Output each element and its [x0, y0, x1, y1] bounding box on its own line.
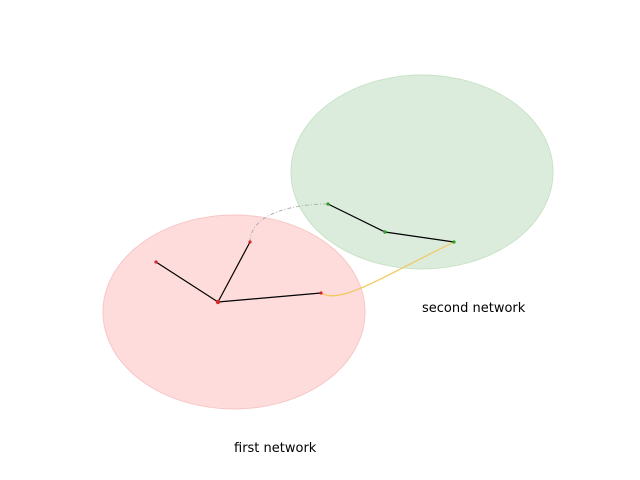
cross-link-solid [320, 241, 455, 297]
first-network-edges [155, 241, 322, 303]
node-second-right [452, 240, 456, 244]
second-network-label: second network [422, 301, 526, 316]
edge-left-middle [327, 203, 386, 233]
edge-center-upper-right [217, 241, 251, 303]
node-first-center [215, 299, 221, 305]
second-network-nodes [326, 202, 456, 244]
edge-center-right [217, 292, 322, 303]
first-network-outline [102, 214, 366, 410]
first-network-nodes [154, 240, 323, 305]
second-network-outline [290, 74, 554, 270]
node-first-upper-right [248, 240, 252, 244]
edge-middle-right [384, 231, 455, 243]
second-network-region [291, 75, 553, 269]
cross-link-dashed [249, 203, 329, 243]
second-network-edges [327, 203, 455, 243]
node-first-right [319, 291, 323, 295]
node-first-upper-left [154, 260, 158, 264]
first-network-region [103, 215, 365, 409]
first-network-label: first network [234, 441, 317, 456]
edge-center-upper-left [155, 261, 219, 303]
node-second-middle [383, 230, 387, 234]
node-second-left [326, 202, 330, 206]
